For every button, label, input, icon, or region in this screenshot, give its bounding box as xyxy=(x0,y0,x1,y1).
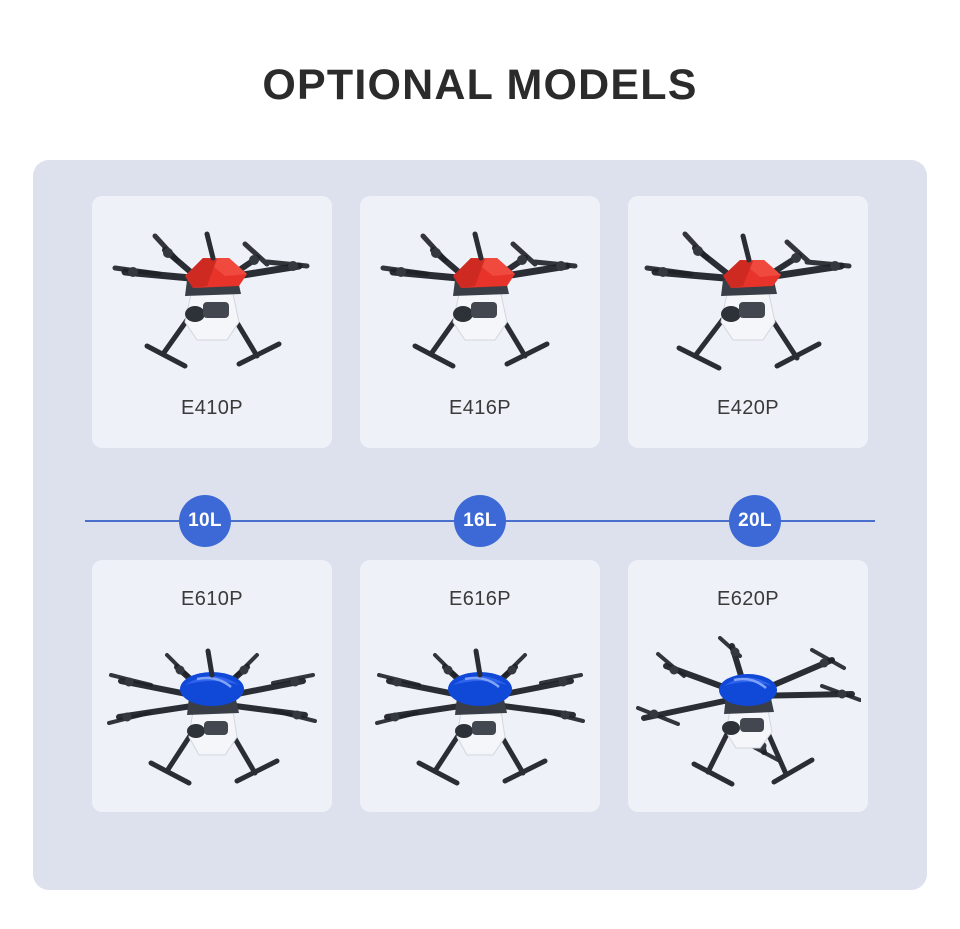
bottom-model-row: E610P xyxy=(33,560,927,812)
model-label: E416P xyxy=(448,397,512,419)
model-card-e416p[interactable]: E416P xyxy=(360,196,600,448)
top-model-row: E410P xyxy=(33,196,927,448)
model-card-e610p[interactable]: E610P xyxy=(92,560,332,812)
quadcopter-drone-icon xyxy=(92,204,332,394)
capacity-badge-10l[interactable]: 10L xyxy=(179,495,231,547)
model-card-e420p[interactable]: E420P xyxy=(628,196,868,448)
model-card-e620p[interactable]: E620P xyxy=(628,560,868,812)
model-card-e410p[interactable]: E410P xyxy=(92,196,332,448)
hexacopter-drone-icon xyxy=(92,622,332,812)
hexacopter-drone-icon xyxy=(628,622,868,812)
quadcopter-drone-icon xyxy=(360,204,600,394)
hexacopter-drone-icon xyxy=(360,622,600,812)
capacity-connector-row: 10L 16L 20L xyxy=(33,491,927,551)
quadcopter-drone-icon xyxy=(628,204,868,394)
model-label: E410P xyxy=(180,397,244,419)
model-label: E616P xyxy=(448,588,512,610)
capacity-badge-16l[interactable]: 16L xyxy=(454,495,506,547)
model-label: E610P xyxy=(180,588,244,610)
models-panel: E410P xyxy=(33,160,927,890)
model-card-e616p[interactable]: E616P xyxy=(360,560,600,812)
model-label: E620P xyxy=(716,588,780,610)
model-label: E420P xyxy=(716,397,780,419)
page-title: OPTIONAL MODELS xyxy=(262,61,698,109)
capacity-badge-20l[interactable]: 20L xyxy=(729,495,781,547)
